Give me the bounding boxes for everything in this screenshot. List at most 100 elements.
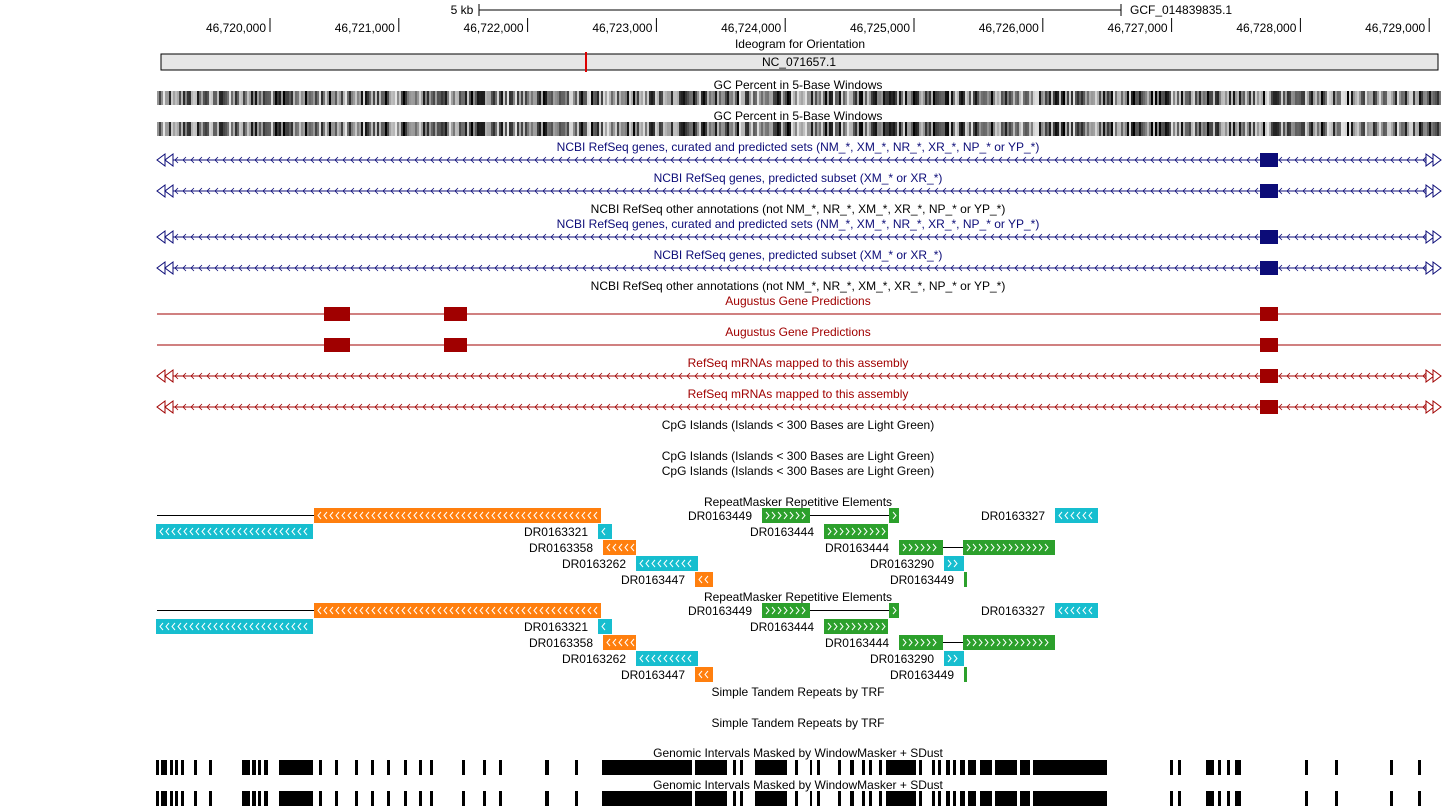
exon-block xyxy=(324,338,350,352)
mrna-title-2: RefSeq mRNAs mapped to this assembly xyxy=(688,387,909,401)
masked-interval xyxy=(919,760,922,775)
refseq-all-title-2: NCBI RefSeq genes, curated and predicted… xyxy=(557,217,1040,231)
masked-interval xyxy=(946,791,950,806)
repeat-element xyxy=(964,667,967,682)
masked-interval xyxy=(1170,760,1173,775)
masked-interval xyxy=(483,760,486,775)
repeat-element xyxy=(156,619,313,634)
masked-interval xyxy=(335,760,338,775)
masked-interval xyxy=(980,791,992,806)
masked-interval xyxy=(1418,791,1421,806)
masked-interval xyxy=(862,791,865,806)
mrna-track-2[interactable] xyxy=(156,400,1442,414)
windowmasker-track-2[interactable] xyxy=(156,791,1421,806)
masked-interval xyxy=(1390,760,1393,775)
masked-interval xyxy=(1235,760,1241,775)
augustus-gene-1[interactable] xyxy=(157,307,1441,321)
masked-interval xyxy=(886,760,916,775)
masked-interval xyxy=(404,791,407,806)
exon-block xyxy=(324,307,350,321)
masked-interval xyxy=(946,760,950,775)
rmsk-title-1: RepeatMasker Repetitive Elements xyxy=(704,495,892,509)
masked-interval xyxy=(850,760,854,775)
masked-interval xyxy=(181,791,184,806)
masked-interval xyxy=(960,791,965,806)
masked-interval xyxy=(817,791,820,806)
gc-percent-track-2[interactable] xyxy=(157,122,1441,136)
refseq-pred-gene-1[interactable] xyxy=(156,184,1442,198)
ideogram[interactable]: Ideogram for Orientation NC_071657.1 xyxy=(160,37,1439,72)
ruler-tick-label: 46,728,000 xyxy=(1236,21,1296,35)
exon-block xyxy=(1260,338,1278,352)
masked-interval xyxy=(387,760,390,775)
repeat-element xyxy=(889,508,899,523)
masked-interval xyxy=(209,791,212,806)
masked-interval xyxy=(960,760,965,775)
exon-block xyxy=(1260,369,1278,383)
refseq-pred-title-2: NCBI RefSeq genes, predicted subset (XM_… xyxy=(654,248,943,262)
repeat-label: DR0163447 xyxy=(621,573,685,587)
exon-block xyxy=(444,338,467,352)
masked-interval xyxy=(879,791,882,806)
masked-interval xyxy=(242,791,250,806)
mrna-title-1: RefSeq mRNAs mapped to this assembly xyxy=(688,356,909,370)
masked-interval xyxy=(462,791,465,806)
refseq-all-title-1: NCBI RefSeq genes, curated and predicted… xyxy=(557,140,1040,154)
cpg-title-1: CpG Islands (Islands < 300 Bases are Lig… xyxy=(662,418,934,432)
masked-interval xyxy=(156,791,159,806)
repeat-element xyxy=(899,540,943,555)
windowmasker-track-1[interactable] xyxy=(156,760,1421,775)
repeat-label: DR0163290 xyxy=(870,652,934,666)
masked-interval xyxy=(252,760,256,775)
refseq-all-gene-1[interactable] xyxy=(156,153,1442,167)
ruler-tick-label: 46,729,000 xyxy=(1365,21,1425,35)
refseq-all-gene-2[interactable] xyxy=(156,230,1442,244)
gc-track-title-1: GC Percent in 5-Base Windows xyxy=(714,78,883,92)
masked-interval xyxy=(850,791,854,806)
masked-interval xyxy=(252,791,256,806)
masked-interval xyxy=(264,791,268,806)
repeat-element xyxy=(944,651,964,666)
mrna-track-1[interactable] xyxy=(156,369,1442,383)
refseq-pred-gene-2[interactable] xyxy=(156,261,1442,275)
repeat-element xyxy=(824,524,888,539)
masked-interval xyxy=(371,791,374,806)
masked-interval xyxy=(462,760,465,775)
masked-interval xyxy=(695,760,727,775)
masked-interval xyxy=(279,760,313,775)
masked-interval xyxy=(1235,791,1241,806)
repeat-element xyxy=(944,556,964,571)
masked-interval xyxy=(483,791,486,806)
gc-percent-track-1[interactable] xyxy=(157,91,1441,105)
masked-interval xyxy=(938,791,941,806)
masked-interval xyxy=(387,791,390,806)
masked-interval xyxy=(161,760,167,775)
repeat-element xyxy=(598,619,612,634)
masked-interval xyxy=(995,791,1017,806)
masked-interval xyxy=(695,791,727,806)
masked-interval xyxy=(545,791,549,806)
masked-interval xyxy=(602,791,692,806)
augustus-gene-2[interactable] xyxy=(157,338,1441,352)
masked-interval xyxy=(1227,791,1230,806)
masked-interval xyxy=(953,760,956,775)
repeat-label: DR0163262 xyxy=(562,557,626,571)
masked-interval xyxy=(740,760,743,775)
masked-interval xyxy=(194,791,197,806)
masked-interval xyxy=(817,760,820,775)
masked-interval xyxy=(499,791,502,806)
exon-block xyxy=(1260,184,1278,198)
masked-interval xyxy=(1227,760,1230,775)
repeat-element xyxy=(695,572,713,587)
masked-interval xyxy=(1335,760,1338,775)
masked-interval xyxy=(968,760,976,775)
masked-interval xyxy=(1335,791,1338,806)
assembly-label: GCF_014839835.1 xyxy=(1130,3,1232,17)
masked-interval xyxy=(869,760,872,775)
repeat-element xyxy=(695,667,713,682)
masked-interval xyxy=(1020,791,1030,806)
ruler-tick-label: 46,723,000 xyxy=(592,21,652,35)
